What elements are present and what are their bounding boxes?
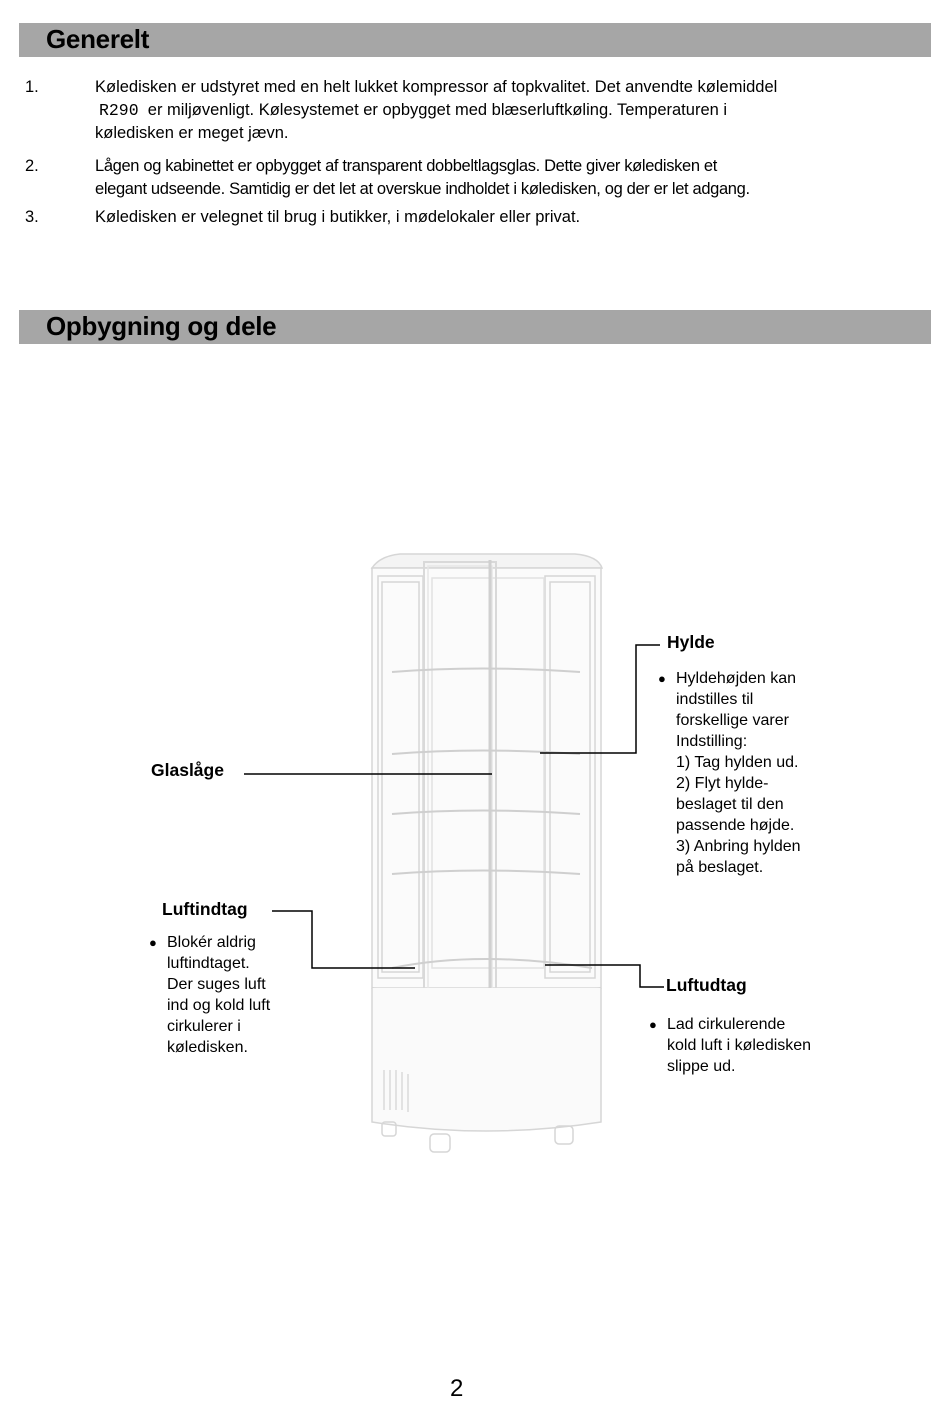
item-number: 2. xyxy=(25,157,39,175)
air-intake-text-line: køledisken. xyxy=(167,1039,248,1056)
item-text: er miljøvenligt. Kølesystemet er opbygge… xyxy=(147,101,728,119)
shelf-text-line: på beslaget. xyxy=(676,859,764,876)
air-intake-leader-line xyxy=(272,910,415,969)
glass-door-label: Glaslåge xyxy=(151,760,224,780)
item-number: 1. xyxy=(25,78,39,96)
page-number: 2 xyxy=(450,1375,464,1402)
shelf-text-line: 1) Tag hylden ud. xyxy=(676,754,799,771)
section-title-parts: Opbygning og dele xyxy=(46,311,277,341)
shelf-text-line: passende højde. xyxy=(676,817,795,834)
shelf-text-line: indstilles til xyxy=(676,691,754,708)
section-header-parts: Opbygning og dele xyxy=(19,310,931,344)
shelf-description: ● Hyldehøjden kan indstilles til forskel… xyxy=(658,668,801,878)
shelf-text-line: 3) Anbring hylden xyxy=(676,838,801,855)
section-header-general: Generelt xyxy=(19,23,931,57)
air-outlet-label: Luftudtag xyxy=(666,975,747,995)
section-title-general: Generelt xyxy=(46,24,150,54)
shelf-text-line: Hyldehøjden kan xyxy=(676,670,797,687)
air-outlet-leader-line xyxy=(545,964,664,988)
shelf-text-line: 2) Flyt hylde- xyxy=(676,775,769,792)
bullet-icon: ● xyxy=(149,935,157,950)
item-text: Lågen og kabinettet er opbygget af trans… xyxy=(95,157,717,175)
refrigerant-code: R290 xyxy=(99,101,139,120)
item-text: Køledisken er velegnet til brug i butikk… xyxy=(95,208,581,226)
air-intake-text-line: ind og kold luft xyxy=(167,997,271,1014)
air-outlet-text-line: kold luft i køledisken xyxy=(667,1037,812,1054)
air-outlet-text-line: slippe ud. xyxy=(667,1058,736,1075)
air-intake-text-line: Blokér aldrig xyxy=(167,934,256,951)
air-intake-text-line: cirkulerer i xyxy=(167,1018,241,1035)
shelf-text-line: Indstilling: xyxy=(676,733,748,750)
item-text: Køledisken er udstyret med en helt lukke… xyxy=(95,78,778,96)
shelf-leader-line xyxy=(540,644,660,754)
air-intake-text-line: luftindtaget. xyxy=(167,955,250,972)
bullet-icon: ● xyxy=(649,1017,657,1032)
item-text: elegant udseende. Samtidig er det let at… xyxy=(95,180,750,198)
air-outlet-text-line: Lad cirkulerende xyxy=(667,1016,786,1033)
shelf-label: Hylde xyxy=(667,632,715,652)
air-outlet-description: ● Lad cirkulerende kold luft i kølediske… xyxy=(649,1014,812,1077)
item-number: 3. xyxy=(25,208,39,226)
air-intake-text-line: Der suges luft xyxy=(167,976,266,993)
shelf-text-line: beslaget til den xyxy=(676,796,784,813)
shelf-text-line: forskellige varer xyxy=(676,712,789,729)
item-text: køledisken er meget jævn. xyxy=(95,124,289,142)
air-intake-description: ● Blokér aldrig luftindtaget. Der suges … xyxy=(149,932,271,1058)
bullet-icon: ● xyxy=(658,671,666,686)
air-intake-label: Luftindtag xyxy=(162,899,248,919)
